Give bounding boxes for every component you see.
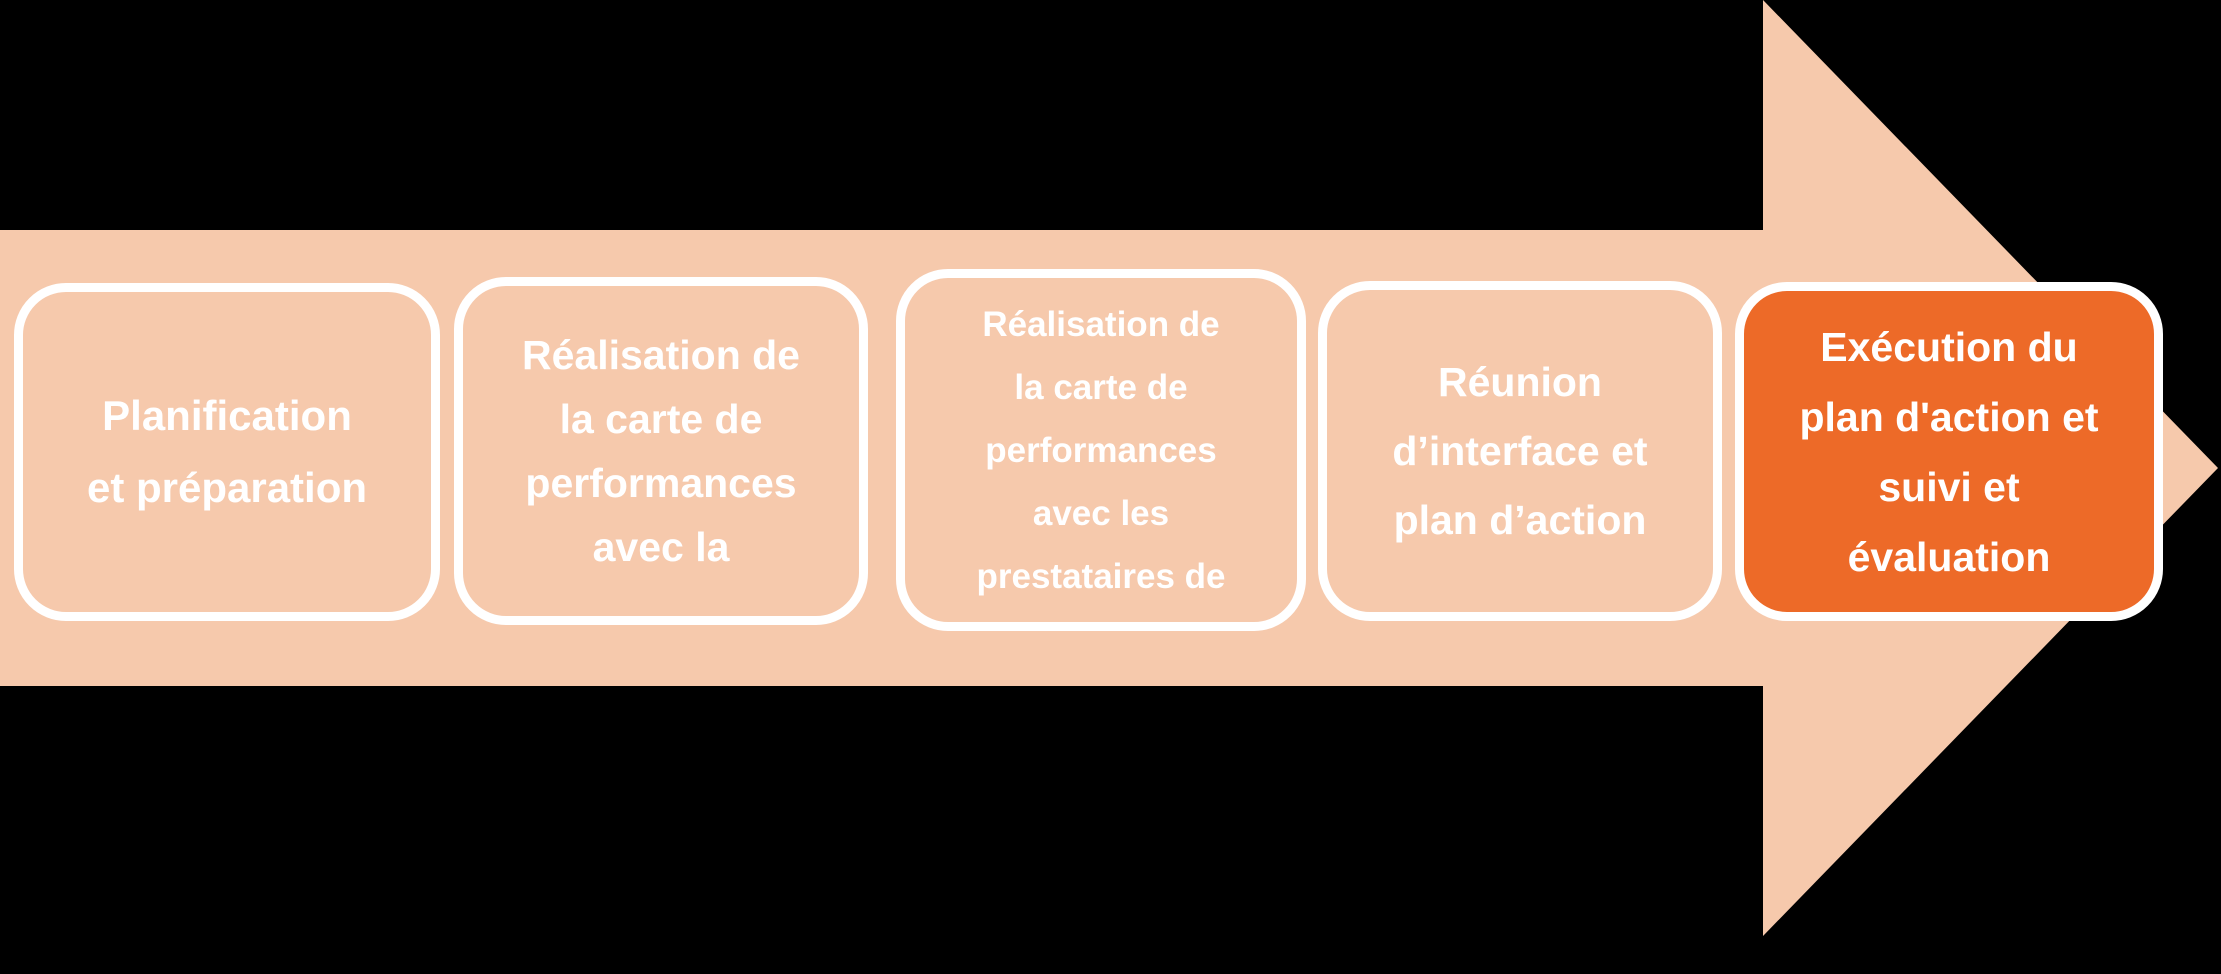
step-box-execution-plan-action: Exécution du plan d'action et suivi et é…: [1735, 282, 2163, 621]
step-box-carte-performances-2: Réalisation de la carte de performances …: [896, 269, 1306, 631]
step-line: Planification: [102, 392, 352, 439]
step-line: suivi et: [1878, 463, 2020, 510]
step-label: Exécution du plan d'action et suivi et é…: [1799, 312, 2098, 592]
step-line: avec les: [1032, 493, 1170, 533]
step-line: performances: [985, 430, 1217, 470]
step-line: Exécution du: [1820, 323, 2078, 370]
step-box-carte-performances-1: Réalisation de la carte de performances …: [454, 277, 868, 625]
step-label: Planification et préparation: [87, 380, 367, 524]
step-line: prestataires de: [976, 556, 1226, 596]
step-line: Réalisation de: [522, 332, 800, 378]
step-line: Réunion: [1438, 358, 1602, 405]
step-box-reunion-interface: Réunion d’interface et plan d’action: [1318, 281, 1722, 621]
step-line: la carte de: [1014, 367, 1188, 407]
step-line: évaluation: [1847, 533, 2051, 580]
step-box-planification: Planification et préparation: [14, 283, 440, 621]
step-line: la carte de: [559, 396, 763, 442]
step-line: plan d’action: [1393, 496, 1647, 543]
step-label: Réalisation de la carte de performances …: [976, 293, 1225, 608]
step-line: plan d'action et: [1799, 393, 2099, 440]
step-line: Réalisation de: [982, 304, 1220, 344]
step-line: d’interface et: [1392, 427, 1648, 474]
step-line: et préparation: [86, 464, 368, 511]
step-label: Réalisation de la carte de performances …: [522, 323, 800, 579]
step-line: avec la: [592, 524, 730, 570]
step-label: Réunion d’interface et plan d’action: [1392, 348, 1647, 555]
step-line: performances: [525, 460, 797, 506]
